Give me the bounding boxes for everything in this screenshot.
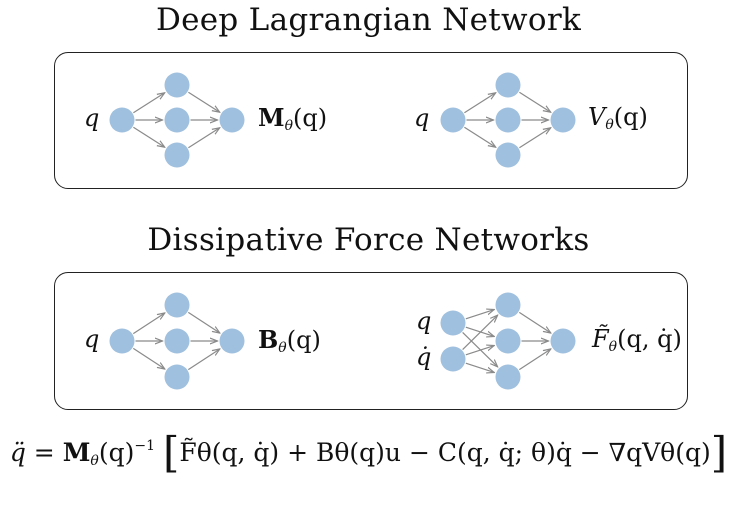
net3-hidden-node-1 <box>164 328 190 354</box>
net3-input-node-0 <box>109 328 135 354</box>
net4-input-q-label: q <box>416 307 432 335</box>
net4-input-node-0 <box>440 310 466 336</box>
net1-hidden-node-2 <box>164 142 190 168</box>
net3-hidden-node-2 <box>164 364 190 390</box>
net4-input-qdot-label: q̇ <box>416 343 432 371</box>
output-input-matrix: Bθ(q) <box>258 325 321 356</box>
equation-body: F̃θ(q, q̇) + Bθ(q)u − C(q, q̇; θ)q̇ − ∇q… <box>179 438 711 467</box>
net2-hidden-node-2 <box>495 142 521 168</box>
net2-edge-in0-h0 <box>464 93 495 114</box>
net1-output-node <box>219 107 245 133</box>
net1-input-node-0 <box>109 107 135 133</box>
title-deep-lagrangian-network: Deep Lagrangian Network <box>155 2 582 38</box>
panel-deep-lagrangian <box>54 52 688 189</box>
net4-edge-in1-h1 <box>465 346 494 356</box>
panel-dissipative-force <box>54 272 688 410</box>
net1-hidden-node-1 <box>164 107 190 133</box>
net2-hidden-node-0 <box>495 72 521 98</box>
net2-edge-h2-out <box>519 128 550 149</box>
net4-hidden-node-1 <box>495 328 521 354</box>
net3-output-node <box>219 328 245 354</box>
output-friction-force: F̃θ(q, q̇) <box>592 325 682 355</box>
equation-of-motion: q̈ = Mθ(q)−1 [F̃θ(q, q̇) + Bθ(q)u − C(q,… <box>9 428 728 477</box>
net2-edge-in0-h2 <box>464 126 495 147</box>
net3-edge-h0-out <box>187 311 220 333</box>
net3-hidden-node-0 <box>164 292 190 318</box>
net3-edge-h2-out <box>187 349 220 371</box>
right-bracket: ] <box>710 428 728 477</box>
net4-edge-h2-out <box>518 349 551 371</box>
net1-input-q-label: q <box>84 104 100 132</box>
net3-edge-in0-h2 <box>132 347 165 369</box>
net4-hidden-node-0 <box>495 292 521 318</box>
net4-input-node-1 <box>440 346 466 372</box>
net4-edge-in0-h0 <box>465 310 494 320</box>
net2-input-q-label: q <box>414 104 430 132</box>
net2-input-node-0 <box>440 107 466 133</box>
net1-edge-in0-h2 <box>133 126 164 147</box>
output-mass-matrix: Mθ(q) <box>258 103 328 134</box>
net4-edge-in1-h0 <box>462 315 498 350</box>
net3-edge-in0-h0 <box>132 313 165 335</box>
equation-lhs: q̈ = <box>9 438 63 467</box>
net1-hidden-node-0 <box>164 72 190 98</box>
left-bracket: [ <box>162 428 180 477</box>
net4-hidden-node-2 <box>495 364 521 390</box>
net1-edge-h2-out <box>188 128 219 149</box>
title-dissipative-force-networks: Dissipative Force Networks <box>147 222 590 258</box>
output-potential: Vθ(q) <box>588 103 648 133</box>
net2-edge-h0-out <box>519 91 550 112</box>
net4-edge-h0-out <box>518 311 551 333</box>
net1-edge-in0-h0 <box>133 93 164 114</box>
net2-hidden-node-1 <box>495 107 521 133</box>
net1-edge-h0-out <box>188 91 219 112</box>
net4-edge-in1-h2 <box>465 362 494 372</box>
net2-output-node <box>550 107 576 133</box>
net4-output-node <box>550 328 576 354</box>
net3-input-q-label: q <box>84 325 100 353</box>
